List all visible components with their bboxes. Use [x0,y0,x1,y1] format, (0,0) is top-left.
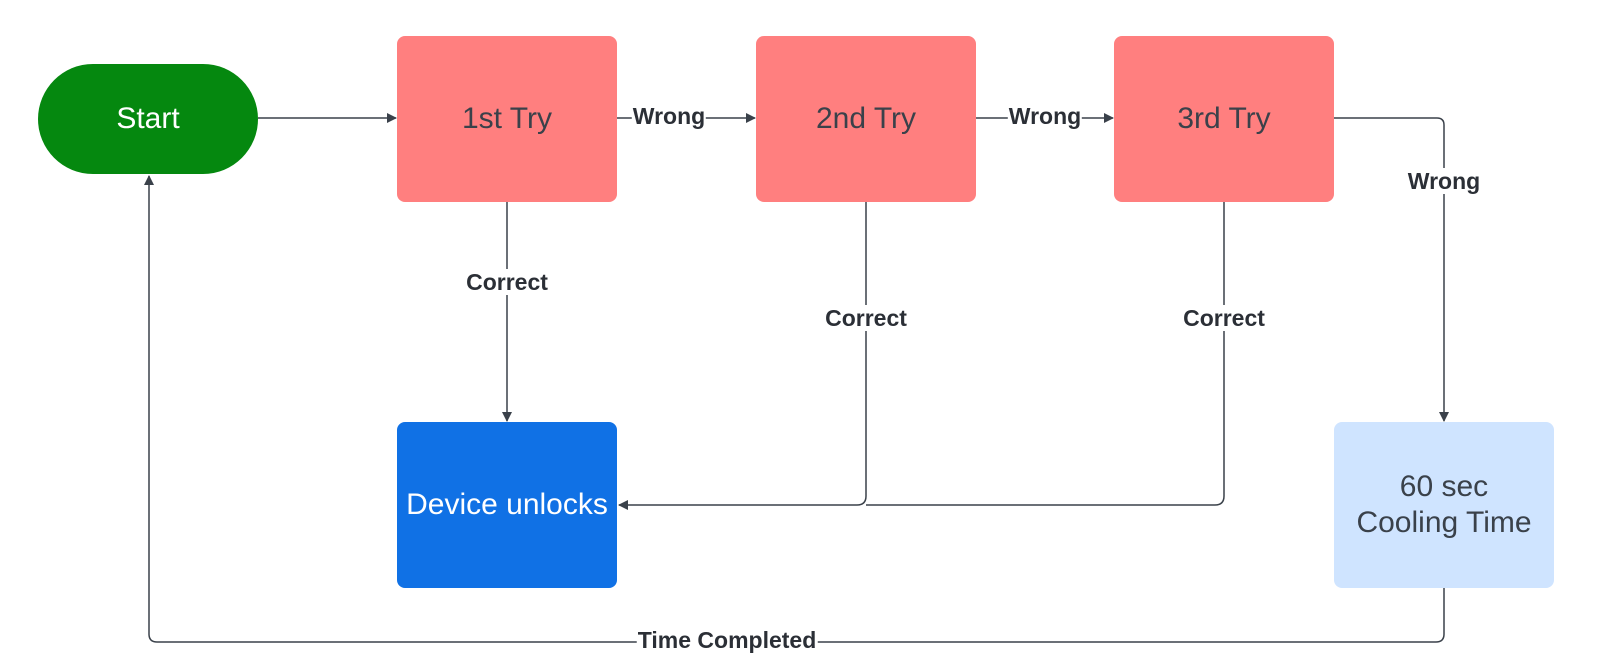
edge-label-try3-correct: Correct [1182,305,1266,331]
edge-cooling-to-start [144,175,1445,643]
edge-label-try1-correct: Correct [465,269,549,295]
third-try-node: 3rd Try [1114,36,1334,202]
first-try-node: 1st Try [397,36,617,202]
edge-label-time-completed: Time Completed [636,627,818,653]
edge-label-try3-wrong: Wrong [1406,168,1482,194]
device-unlocks-node: Device unlocks [397,422,617,588]
edge-try3-to-cooling [1334,117,1449,422]
edge-label-try2-correct: Correct [824,305,908,331]
edge-label-try1-wrong: Wrong [631,103,707,129]
edge-try3-to-unlock [866,202,1225,506]
start-node: Start [38,64,258,174]
edge-try2-to-unlock [618,202,867,510]
cooling-time-node: 60 sec Cooling Time [1334,422,1554,588]
edge-label-try2-wrong: Wrong [1007,103,1083,129]
second-try-node: 2nd Try [756,36,976,202]
